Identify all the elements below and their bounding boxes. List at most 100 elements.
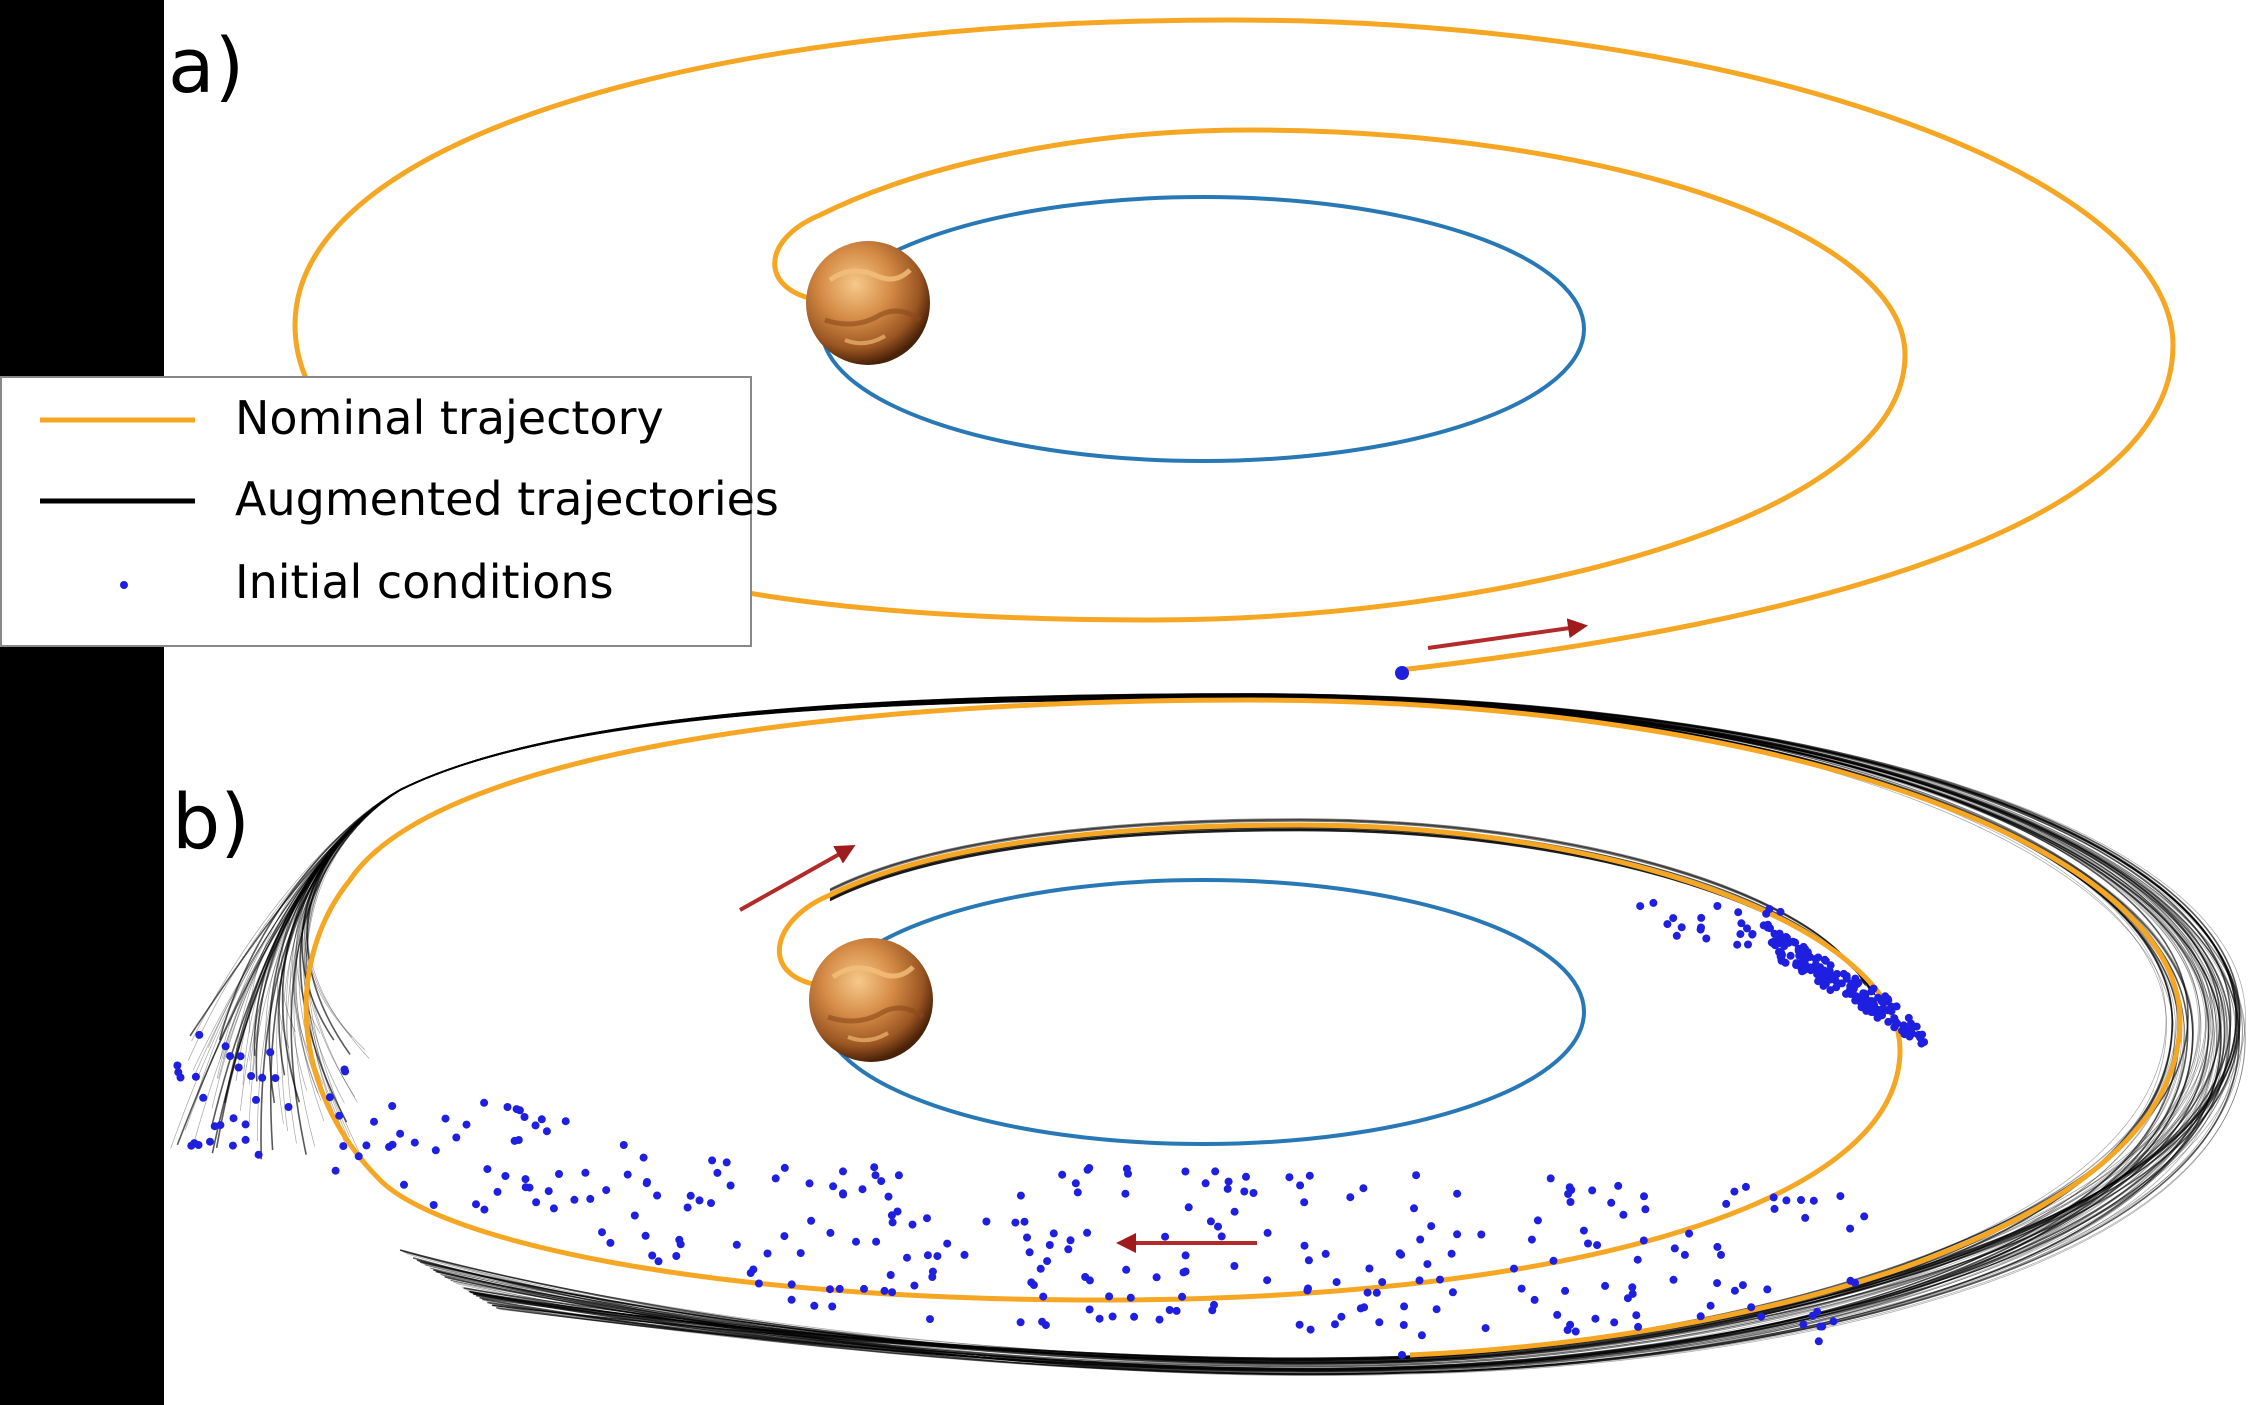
initial-condition-dot — [810, 1301, 819, 1310]
initial-condition-dot — [1025, 1248, 1034, 1257]
initial-condition-dot — [1011, 1218, 1020, 1227]
initial-condition-dot — [1884, 996, 1893, 1005]
initial-condition-dot — [708, 1156, 717, 1165]
initial-condition-dot — [1073, 1188, 1082, 1197]
initial-condition-dot — [1640, 1192, 1648, 1201]
initial-condition-dot — [1363, 1288, 1372, 1297]
initial-condition-dot — [228, 1141, 237, 1150]
initial-condition-dot — [1448, 1288, 1457, 1297]
initial-condition-dot — [893, 1207, 902, 1216]
initial-condition-dot — [754, 1279, 763, 1288]
initial-condition-dot — [1184, 1203, 1193, 1212]
initial-condition-dot — [581, 1168, 590, 1177]
initial-condition-dot — [1632, 1311, 1641, 1320]
initial-condition-dot — [826, 1228, 835, 1237]
initial-condition-dot — [396, 1129, 405, 1138]
initial-condition-dot — [884, 1192, 893, 1201]
initial-condition-dot — [1533, 1216, 1542, 1225]
initial-condition-dot — [1809, 1196, 1818, 1205]
initial-condition-dot — [236, 1052, 245, 1061]
initial-condition-dot — [1201, 1179, 1210, 1188]
initial-condition-dot — [537, 1115, 546, 1124]
initial-condition-dot — [1792, 961, 1801, 969]
initial-condition-dot — [388, 1140, 397, 1149]
venus-planet-icon — [806, 241, 930, 365]
initial-condition-dot — [805, 1179, 814, 1188]
initial-condition-dot — [1263, 1228, 1272, 1237]
initial-condition-dot — [241, 1135, 250, 1144]
initial-condition-dot — [943, 1239, 952, 1248]
initial-condition-dot — [226, 1052, 235, 1061]
initial-condition-dot — [1412, 1171, 1421, 1180]
initial-condition-dot — [923, 1251, 932, 1260]
initial-condition-dot — [252, 1095, 260, 1104]
initial-condition-dot — [542, 1127, 551, 1136]
initial-condition-dot — [1813, 1307, 1822, 1316]
initial-condition-dot — [1777, 954, 1786, 963]
initial-condition-dot — [1851, 1278, 1859, 1287]
initial-condition-dot — [648, 1251, 657, 1260]
initial-condition-dot — [1814, 1337, 1823, 1346]
initial-condition-dot — [1217, 1232, 1226, 1241]
initial-condition-dot — [780, 1232, 789, 1241]
initial-condition-dot — [852, 1237, 860, 1246]
initial-condition-dot — [886, 1271, 895, 1279]
initial-condition-dot — [1105, 1292, 1114, 1301]
initial-condition-dot — [1477, 1230, 1486, 1239]
initial-condition-dot — [860, 1284, 868, 1293]
initial-condition-dot — [570, 1195, 579, 1204]
initial-condition-dot — [1378, 1278, 1387, 1287]
legend-label-nominal: Nominal trajectory — [235, 391, 664, 445]
initial-condition-dot — [1641, 1205, 1650, 1214]
initial-condition-dot — [194, 1141, 203, 1149]
initial-condition-dot — [462, 1120, 471, 1129]
initial-condition-dot — [586, 1194, 595, 1203]
initial-condition-dot — [1839, 969, 1848, 978]
initial-condition-dot — [1730, 1187, 1739, 1196]
initial-condition-dot — [1043, 1257, 1052, 1266]
initial-condition-dot — [1417, 1331, 1426, 1340]
initial-condition-dot — [331, 1166, 340, 1175]
initial-condition-dot — [173, 1061, 182, 1070]
initial-condition-dot — [174, 1068, 183, 1077]
initial-condition-dot — [1713, 1242, 1722, 1251]
initial-condition-dot — [1828, 972, 1837, 981]
initial-condition-dot — [1423, 1260, 1432, 1269]
initial-condition-dot — [606, 1238, 615, 1247]
initial-condition-dot — [672, 1252, 681, 1260]
initial-condition-dot — [1579, 1226, 1588, 1235]
panel-a: a) Nominal trajectory Augmented trajecto… — [0, 17, 2176, 680]
initial-condition-dot — [602, 1186, 611, 1195]
initial-condition-dot — [1892, 1002, 1901, 1011]
initial-condition-dot — [1890, 1023, 1899, 1032]
initial-condition-dot — [1130, 1312, 1139, 1321]
initial-condition-dot — [1165, 1306, 1174, 1314]
initial-condition-dot — [871, 1171, 880, 1180]
initial-condition-dot — [520, 1113, 529, 1121]
initial-condition-dot — [1814, 968, 1823, 977]
initial-condition-dot — [1016, 1318, 1025, 1327]
initial-condition-dot — [1733, 940, 1742, 949]
initial-condition-dot — [234, 1063, 243, 1072]
initial-condition-dot — [746, 1269, 755, 1277]
initial-condition-dot — [1549, 1256, 1558, 1265]
initial-condition-dot — [1697, 913, 1706, 922]
initial-condition-dot — [1546, 1174, 1555, 1183]
initial-condition-dot — [521, 1175, 530, 1184]
initial-condition-dot — [686, 1191, 695, 1200]
initial-condition-dot — [1821, 956, 1830, 965]
initial-condition-dot — [1181, 1167, 1190, 1176]
initial-condition-dot — [653, 1191, 662, 1200]
initial-condition-dot — [1737, 919, 1746, 928]
initial-condition-dot — [1240, 1187, 1249, 1196]
initial-condition-dot — [1801, 955, 1810, 964]
initial-condition-dot — [1765, 905, 1774, 913]
initial-condition-dot — [1178, 1292, 1187, 1301]
initial-condition-dot — [531, 1121, 540, 1130]
initial-condition-dot — [780, 1163, 789, 1172]
augmented-trajectory-line — [189, 696, 2226, 1370]
initial-condition-dot — [1331, 1320, 1339, 1329]
initial-condition-dot — [1066, 1236, 1075, 1245]
initial-condition-dot — [1300, 1241, 1309, 1250]
initial-condition-dot — [431, 1146, 440, 1155]
